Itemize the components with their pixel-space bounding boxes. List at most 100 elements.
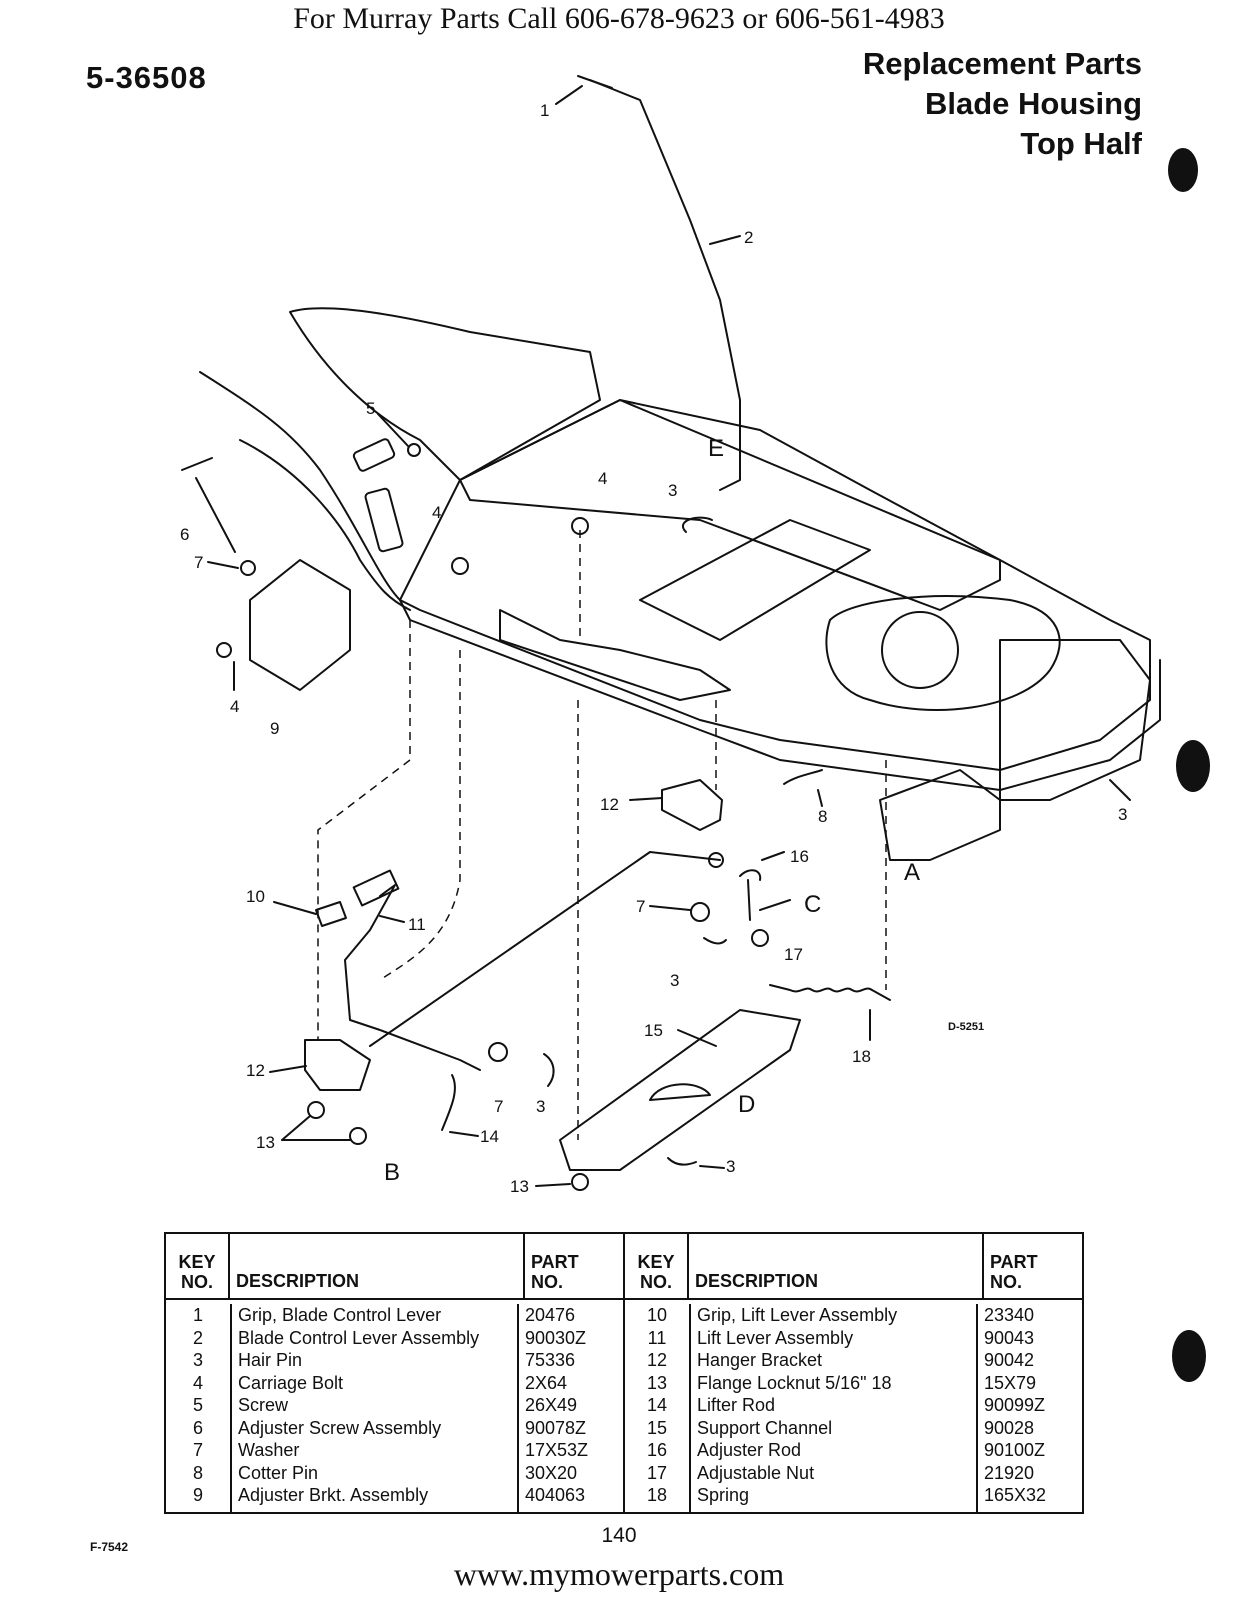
part-no-cell: 20476 — [525, 1305, 576, 1325]
description-cell: Lift Lever Assembly — [697, 1327, 854, 1348]
lifter-rod — [441, 1074, 456, 1131]
callout-4: 4 — [230, 697, 239, 716]
key-cell: 11 — [647, 1327, 667, 1348]
title-line: Top Half — [1020, 126, 1142, 161]
description-cell: Spring — [697, 1485, 750, 1505]
description-cell: Hanger Bracket — [697, 1350, 823, 1370]
adjuster-screw-head — [181, 457, 213, 471]
description-cell: Adjustable Nut — [697, 1462, 815, 1483]
grip-cap — [315, 901, 347, 927]
description-cell: Adjuster Screw Assembly — [238, 1417, 442, 1438]
description-cell: Support Channel — [697, 1417, 833, 1438]
leader-line — [649, 905, 691, 911]
callout-9: 9 — [270, 719, 279, 738]
callout-10: 10 — [246, 887, 265, 906]
channel-cutout — [649, 1083, 711, 1101]
part-no-cell: 90078Z — [525, 1417, 587, 1438]
callout-3: 3 — [536, 1097, 545, 1116]
key-cell: 9 — [192, 1485, 203, 1505]
part-no-cell: 15X79 — [984, 1372, 1037, 1393]
hanger-bracket-left — [304, 1039, 371, 1091]
callout-4: 4 — [598, 469, 607, 488]
adjuster-screw — [195, 477, 236, 553]
part-no-cell: 90030Z — [525, 1327, 587, 1348]
blade-control-lever — [589, 79, 741, 491]
callout-4: 4 — [432, 503, 441, 522]
description-cell: Screw — [238, 1395, 289, 1415]
adjuster-rod-hook — [739, 869, 762, 881]
leader-line — [759, 899, 791, 911]
leader-line — [817, 789, 823, 807]
description-header: DESCRIPTION — [230, 1234, 525, 1298]
leader-line — [699, 1165, 725, 1169]
description-cell: Blade Control Lever Assembly — [238, 1327, 480, 1348]
hanger-bracket-right — [661, 779, 723, 831]
locknut — [349, 1127, 367, 1145]
leader-line — [273, 901, 317, 915]
contact-line: For Murray Parts Call 606-678-9623 or 60… — [293, 2, 945, 35]
title-line: Blade Housing — [924, 86, 1142, 121]
binder-hole — [1168, 148, 1198, 192]
part-no-cell: 90043 — [984, 1327, 1035, 1348]
description-cell: Flange Locknut 5/16" 18 — [697, 1372, 892, 1393]
washer — [240, 560, 256, 576]
leader-line — [535, 1183, 571, 1187]
hair-pin — [543, 1053, 555, 1087]
key-cell: 16 — [646, 1440, 668, 1460]
part-no-cell: 90100Z — [984, 1440, 1046, 1460]
callout-13: 13 — [256, 1133, 275, 1152]
callout-13: 13 — [510, 1177, 529, 1196]
part-no-cell: 2X64 — [525, 1372, 568, 1393]
table-body: 1 2 3 4 5 6 7 8 9 Grip, Blade Control Le… — [166, 1300, 623, 1512]
part-no-cell: 404063 — [525, 1485, 586, 1505]
rear-frame — [999, 639, 1151, 801]
part-no-cell: 90099Z — [984, 1395, 1046, 1415]
leader-line — [379, 915, 405, 923]
description-cell: Lifter Rod — [697, 1395, 776, 1415]
hair-pin — [667, 1157, 697, 1166]
title-line: Replacement Parts — [862, 46, 1142, 81]
lift-lever-grip — [352, 869, 400, 907]
connection-letter-A: A — [904, 859, 920, 886]
callout-7: 7 — [636, 897, 645, 916]
washer — [690, 902, 710, 922]
key-cell: 6 — [192, 1417, 203, 1438]
callout-1: 1 — [540, 101, 549, 120]
callout-14: 14 — [480, 1127, 499, 1146]
callout-12: 12 — [246, 1061, 265, 1080]
adjuster-bracket — [249, 559, 351, 691]
callout-3: 3 — [726, 1157, 735, 1176]
screw — [407, 443, 421, 457]
key-cell: 3 — [192, 1350, 203, 1370]
callout-6: 6 — [180, 525, 189, 544]
steering-hole — [881, 611, 959, 689]
dash-panel — [459, 399, 1001, 611]
callout-3: 3 — [668, 481, 677, 500]
binder-hole — [1172, 1330, 1206, 1382]
callout-2: 2 — [744, 228, 753, 247]
part-no-cell: 75336 — [525, 1350, 576, 1370]
callout-3: 3 — [1118, 805, 1127, 824]
key-cell: 2 — [192, 1327, 203, 1348]
table-body: 10 11 12 13 14 15 16 17 18 Grip, Lift Le… — [625, 1300, 1082, 1512]
description-cell: Carriage Bolt — [238, 1372, 344, 1393]
leader-line — [269, 1065, 307, 1073]
document-number: 5-36508 — [86, 60, 207, 95]
callout-7: 7 — [494, 1097, 503, 1116]
support-channel — [559, 1009, 801, 1171]
part-no-cell: 30X20 — [525, 1462, 578, 1483]
lever-grip — [577, 75, 613, 89]
lift-lever — [344, 884, 481, 1071]
deck-front-edge — [399, 599, 1161, 791]
hood-outline — [199, 371, 1151, 771]
part-no-cell: 165X32 — [984, 1485, 1047, 1505]
callout-7: 7 — [194, 553, 203, 572]
description-cell: Cotter Pin — [238, 1462, 319, 1483]
callout-16: 16 — [790, 847, 809, 866]
carriage-bolt — [216, 642, 232, 658]
leader-line — [1109, 779, 1131, 801]
